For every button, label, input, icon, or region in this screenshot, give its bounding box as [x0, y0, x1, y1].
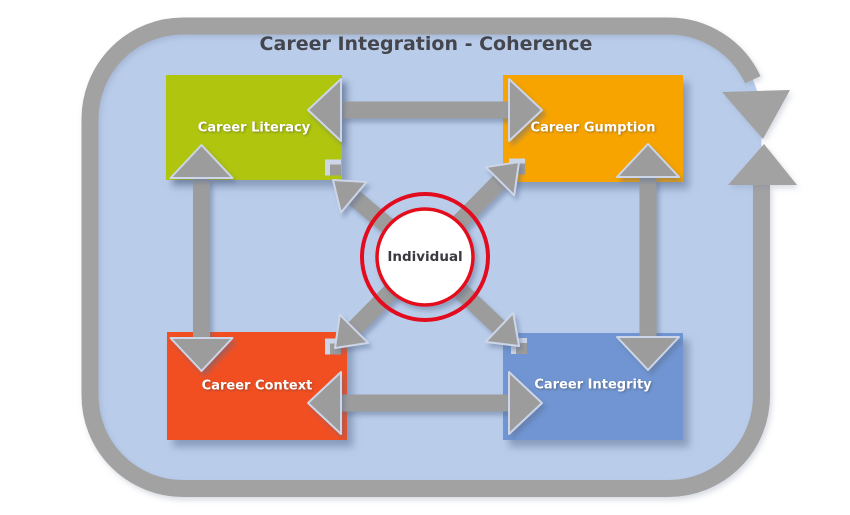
- corner-handle-context-inner: [330, 343, 341, 355]
- connector-arrowhead-right-integrity: [508, 371, 543, 435]
- corner-handle-literacy-inner: [330, 164, 341, 176]
- corner-handle-integrity-inner: [516, 343, 527, 354]
- cycle-arrowhead-clockwise: [722, 90, 790, 139]
- reticle-outer-circle: [360, 192, 490, 322]
- connector-arrowhead-up-literacy: [169, 144, 234, 179]
- cycle-arrowhead-counterclockwise: [728, 144, 797, 185]
- connector-arrowhead-left-literacy: [307, 78, 342, 142]
- cycle-ring: [81, 17, 770, 497]
- diagonal-arrowhead-ne: [484, 161, 520, 197]
- individual-circle: [375, 207, 475, 307]
- connector-arrowhead-right-gumption: [508, 78, 543, 142]
- diagonal-arrowhead-nw: [332, 179, 368, 214]
- connector-arrowhead-up-gumption: [616, 143, 680, 178]
- diagonal-arrowhead-sw: [334, 313, 370, 349]
- diagonal-arrowhead-se: [484, 311, 520, 347]
- corner-handle-gumption-inner: [514, 163, 525, 175]
- connector-arrowhead-down-integrity: [616, 336, 680, 371]
- connector-arrowhead-left-context: [307, 371, 342, 435]
- connector-arrowhead-down-context: [169, 337, 234, 372]
